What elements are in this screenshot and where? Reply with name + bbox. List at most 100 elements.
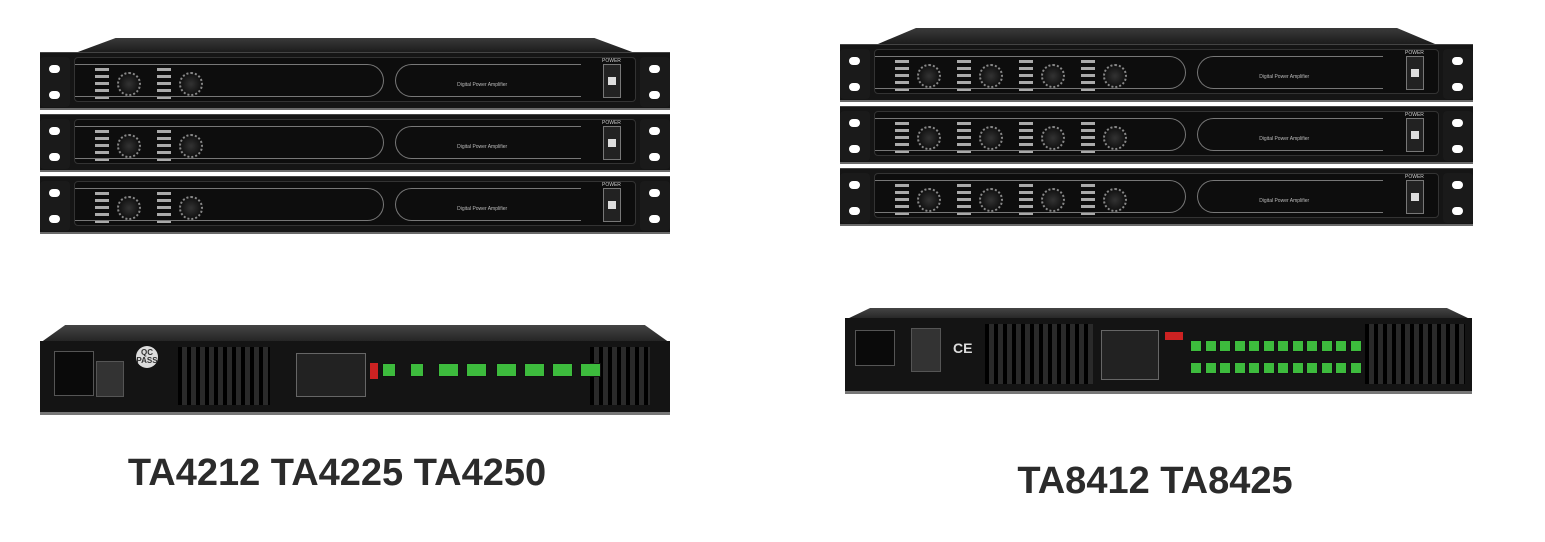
amplifier-unit: Digital Power Amplifier POWER	[40, 176, 670, 234]
power-label: POWER	[602, 58, 621, 64]
terminal-block	[1190, 340, 1202, 352]
volume-knob	[117, 196, 141, 220]
power-label: POWER	[1405, 174, 1424, 180]
rack-ear	[40, 57, 70, 107]
volume-knob	[1103, 188, 1127, 212]
power-socket	[54, 351, 94, 396]
panel-swoosh	[75, 126, 385, 159]
rack-ear	[40, 119, 70, 169]
mount-hole-icon	[649, 65, 660, 73]
volume-knob	[979, 126, 1003, 150]
ce-mark: CE	[953, 340, 973, 356]
amplifier-unit: Digital Power Amplifier POWER	[840, 106, 1473, 164]
rocker-icon	[1411, 193, 1419, 201]
terminal-block	[1277, 362, 1289, 374]
mount-hole-icon	[1452, 83, 1463, 91]
mount-hole-icon	[849, 181, 860, 189]
power-switch: POWER	[602, 120, 621, 160]
right-rear-panel-image: CE	[845, 308, 1472, 394]
volume-knob	[917, 64, 941, 88]
panel-swoosh	[1197, 56, 1384, 89]
mount-hole-icon	[49, 65, 60, 73]
mount-hole-icon	[49, 153, 60, 161]
power-label: POWER	[602, 120, 621, 126]
left-product-caption: TA4212 TA4225 TA4250	[127, 452, 547, 494]
status-leds	[957, 184, 971, 218]
speaker-output-block	[296, 353, 366, 397]
panel-swoosh	[1197, 118, 1384, 151]
rocker-icon	[1411, 69, 1419, 77]
dc-input-terminal	[96, 361, 124, 397]
volume-knob	[179, 72, 203, 96]
front-face: Digital Power Amplifier POWER	[874, 111, 1439, 156]
terminal-block	[552, 363, 573, 377]
volume-knob	[979, 188, 1003, 212]
dip-switch	[1165, 332, 1183, 340]
panel-swoosh	[395, 64, 581, 97]
mount-hole-icon	[649, 189, 660, 197]
mount-hole-icon	[1452, 119, 1463, 127]
power-label: POWER	[602, 182, 621, 188]
rocker-icon	[1411, 131, 1419, 139]
status-leds	[1081, 122, 1095, 156]
amplifier-unit: Digital Power Amplifier POWER	[40, 114, 670, 172]
rack-ear	[1443, 173, 1473, 223]
terminal-block	[580, 363, 601, 377]
model-text: Digital Power Amplifier	[1259, 136, 1310, 142]
panel-swoosh	[875, 56, 1186, 89]
mount-hole-icon	[649, 127, 660, 135]
volume-knob	[1041, 126, 1065, 150]
power-switch: POWER	[602, 58, 621, 98]
qc-pass-badge: QC PASS	[136, 346, 158, 368]
terminal-block	[1349, 362, 1362, 374]
volume-knob	[179, 134, 203, 158]
status-leds	[157, 68, 171, 102]
model-text: Digital Power Amplifier	[457, 206, 508, 212]
terminal-block	[1335, 362, 1347, 374]
mount-hole-icon	[1452, 207, 1463, 215]
power-label: POWER	[1405, 50, 1424, 56]
terminal-block	[1190, 362, 1202, 374]
front-face: Digital Power Amplifier POWER	[74, 181, 636, 226]
status-leds	[1019, 60, 1033, 94]
status-leds	[157, 192, 171, 226]
terminal-block	[1277, 340, 1289, 352]
terminal-block	[1204, 340, 1217, 352]
terminal-block	[382, 363, 396, 377]
rack-ear	[640, 57, 670, 107]
volume-knob	[1103, 126, 1127, 150]
panel-swoosh	[75, 64, 385, 97]
mount-hole-icon	[49, 91, 60, 99]
mount-hole-icon	[649, 91, 660, 99]
terminal-block	[1291, 340, 1304, 352]
model-text: Digital Power Amplifier	[457, 144, 508, 150]
terminal-block	[1262, 362, 1275, 374]
terminal-block	[1262, 340, 1275, 352]
terminal-block	[1233, 340, 1246, 352]
volume-knob	[917, 126, 941, 150]
volume-knob	[1103, 64, 1127, 88]
speaker-output-block	[1101, 330, 1159, 380]
mount-hole-icon	[49, 215, 60, 223]
terminal-block	[1335, 340, 1347, 352]
rack-ear	[640, 181, 670, 231]
mount-hole-icon	[49, 127, 60, 135]
rack-ear	[840, 111, 870, 161]
terminal-block	[1320, 340, 1333, 352]
terminal-block	[1204, 362, 1217, 374]
rack-ear	[840, 173, 870, 223]
mount-hole-icon	[849, 145, 860, 153]
volume-knob	[117, 72, 141, 96]
rack-ear	[640, 119, 670, 169]
power-switch: POWER	[602, 182, 621, 222]
rack-ear	[840, 49, 870, 99]
status-leds	[157, 130, 171, 164]
power-switch: POWER	[1405, 112, 1424, 152]
panel-swoosh	[75, 188, 385, 221]
terminal-block	[524, 363, 545, 377]
